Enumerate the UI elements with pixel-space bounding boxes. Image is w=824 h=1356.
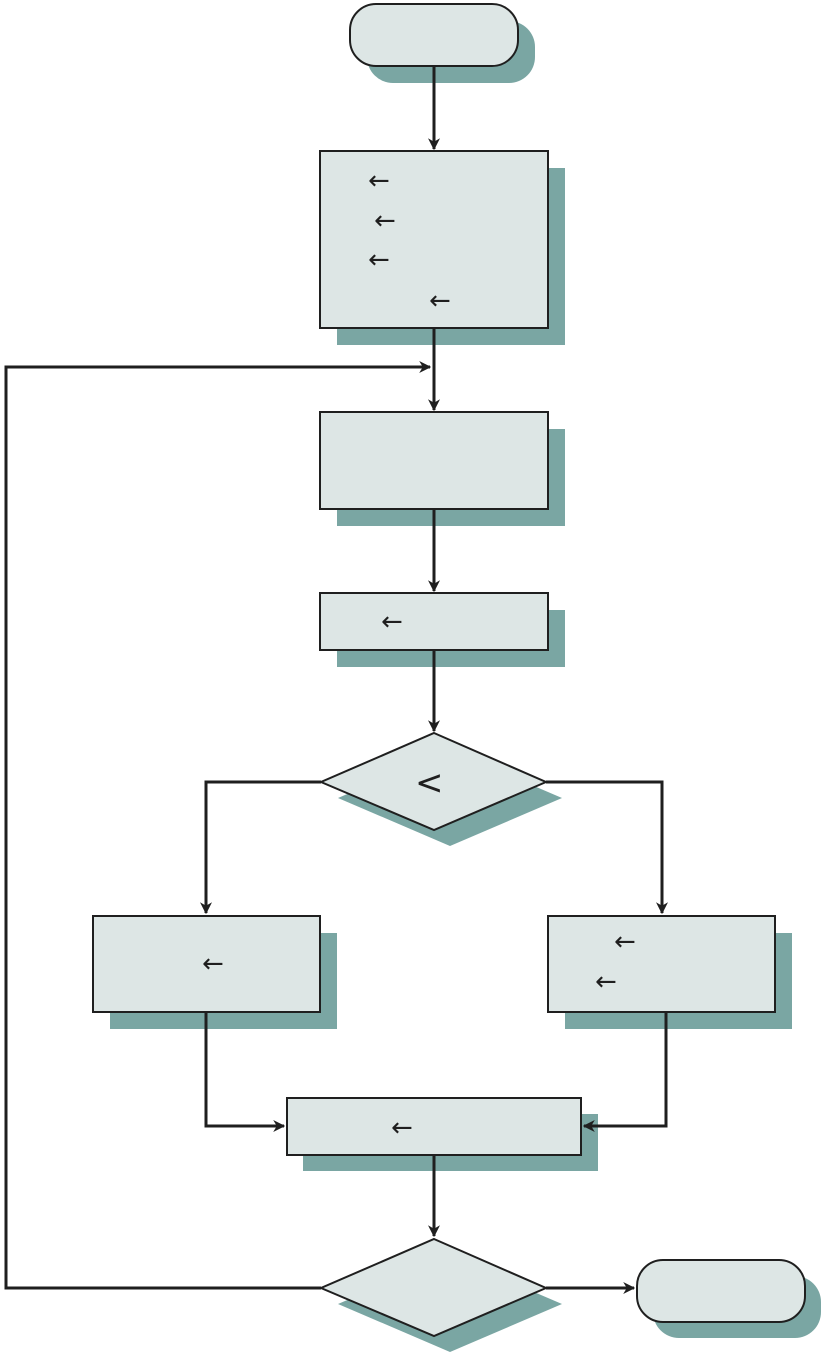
loop-decision <box>318 1237 549 1338</box>
init-arrow-3: ← <box>368 245 390 275</box>
assign-arrow: ← <box>381 607 403 637</box>
left-box <box>92 915 321 1013</box>
edge-left-to-merge <box>204 1013 286 1132</box>
compare-decision <box>318 731 549 832</box>
nodes: ← ← ← ← ← < ← ← ← ← <box>92 3 806 1338</box>
init-arrow-4: ← <box>429 286 451 316</box>
init-arrow-2: ← <box>374 206 396 236</box>
right-arrow-2: ← <box>595 967 617 997</box>
assign-box <box>319 592 549 651</box>
merge-arrow: ← <box>391 1113 413 1143</box>
process-box <box>319 411 549 510</box>
init-box <box>319 150 549 329</box>
compare-symbol: < <box>415 763 444 803</box>
edge-compare-to-left <box>200 780 321 915</box>
left-arrow: ← <box>202 949 224 979</box>
edges <box>4 67 668 1294</box>
edge-loop-back <box>4 361 432 1290</box>
init-arrow-1: ← <box>368 166 390 196</box>
right-arrow-1: ← <box>614 927 636 957</box>
right-box <box>547 915 776 1013</box>
start-terminal <box>349 3 519 67</box>
end-terminal <box>636 1259 806 1323</box>
edge-compare-to-right <box>546 780 668 915</box>
merge-box <box>286 1097 582 1156</box>
edge-right-to-merge <box>582 1013 668 1132</box>
